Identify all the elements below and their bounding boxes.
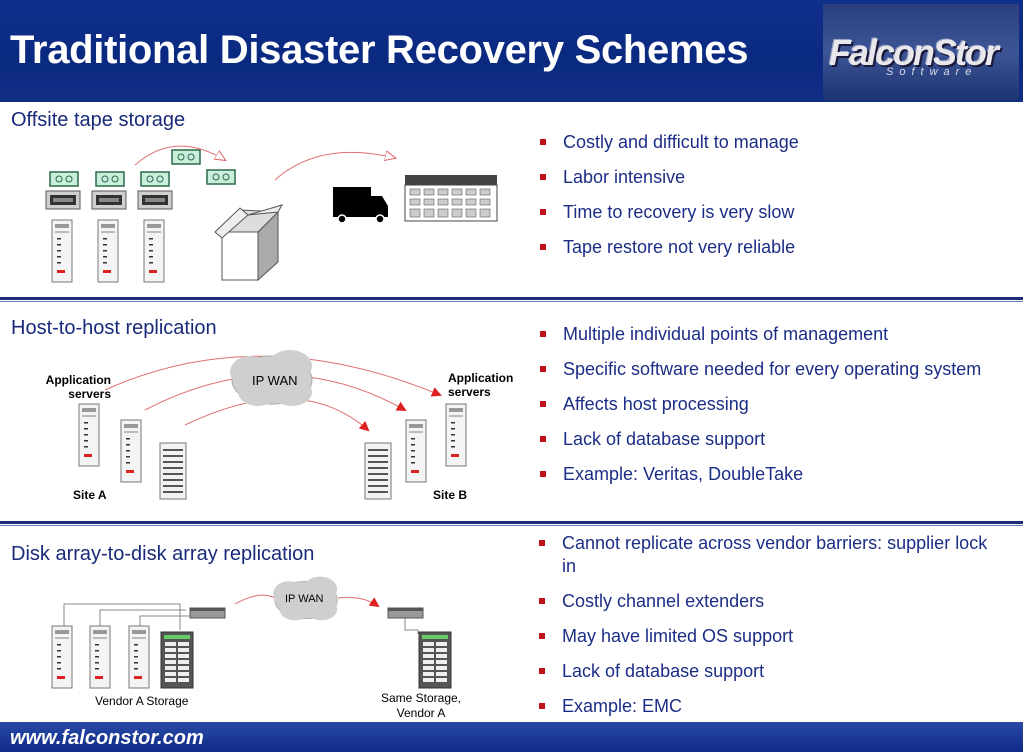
server-icon — [405, 419, 427, 483]
list-item: Multiple individual points of management — [538, 323, 988, 346]
bullet-icon — [539, 540, 545, 546]
company-logo: FalconStor — [829, 32, 999, 73]
same-storage-label: Same Storage, Vendor A — [380, 691, 462, 720]
server-icon — [364, 442, 392, 500]
footer-bar — [0, 722, 1023, 752]
list-item: Costly channel extenders — [537, 590, 997, 613]
server-icon — [128, 625, 150, 689]
logo-subtext: Software — [886, 66, 978, 78]
bullet-icon — [540, 244, 546, 250]
section-divider — [0, 521, 1023, 524]
vendor-a-storage-label: Vendor A Storage — [95, 694, 189, 708]
tape-cartridge-icon — [95, 171, 125, 187]
bullet-icon — [540, 174, 546, 180]
bullet-icon — [539, 598, 545, 604]
bullet-list-offsite: Costly and difficult to manage Labor int… — [538, 131, 1008, 271]
bullet-icon — [540, 471, 546, 477]
tape-storage-diagram — [45, 145, 498, 283]
site-b-label: Site B — [433, 488, 468, 502]
section-title-host-replication: Host-to-host replication — [11, 317, 217, 339]
bullet-icon — [539, 668, 545, 674]
tape-drive-icon — [91, 190, 127, 210]
shipping-box-icon — [214, 204, 284, 282]
server-icon — [143, 219, 165, 283]
list-item: Cannot replicate across vendor barriers:… — [537, 532, 997, 578]
application-servers-label-right: Application servers — [448, 371, 514, 399]
tape-cartridge-icon — [171, 149, 201, 165]
host-replication-diagram — [78, 349, 467, 500]
bullet-icon — [540, 209, 546, 215]
list-item: Example: EMC — [537, 695, 997, 718]
site-a-label: Site A — [73, 488, 107, 502]
server-icon — [120, 419, 142, 483]
disk-replication-diagram — [51, 576, 452, 689]
bullet-list-disk: Cannot replicate across vendor barriers:… — [537, 532, 997, 730]
list-item: Time to recovery is very slow — [538, 201, 1008, 224]
bullet-icon — [539, 633, 545, 639]
server-icon — [51, 219, 73, 283]
disk-array-icon — [160, 631, 194, 689]
list-item: Labor intensive — [538, 166, 1008, 189]
list-item: Affects host processing — [538, 393, 988, 416]
ip-wan-label: IP WAN — [285, 593, 324, 605]
list-item: Lack of database support — [538, 428, 988, 451]
application-servers-label-left: Application servers — [45, 373, 111, 401]
diagrams — [45, 145, 498, 689]
logo-panel — [823, 4, 1019, 100]
tape-drive-icon — [45, 190, 81, 210]
server-icon — [97, 219, 119, 283]
bullet-icon — [540, 331, 546, 337]
server-icon — [51, 625, 73, 689]
list-item: Costly and difficult to manage — [538, 131, 1008, 154]
section-divider-line — [0, 301, 1023, 302]
bullet-list-host: Multiple individual points of management… — [538, 323, 988, 498]
list-item: Tape restore not very reliable — [538, 236, 1008, 259]
bullet-icon — [540, 366, 546, 372]
server-icon — [78, 403, 100, 467]
tape-cartridge-icon — [49, 171, 79, 187]
server-icon — [89, 625, 111, 689]
bullet-icon — [540, 436, 546, 442]
tape-cartridge-icon — [206, 169, 236, 185]
section-title-offsite-tape: Offsite tape storage — [11, 109, 186, 131]
bullet-icon — [540, 139, 546, 145]
footer-url[interactable]: www.falconstor.com — [10, 727, 204, 749]
ip-wan-label: IP WAN — [252, 373, 298, 388]
slide-title: Traditional Disaster Recovery Schemes — [10, 28, 749, 72]
tape-cartridge-icon — [140, 171, 170, 187]
list-item: Example: Veritas, DoubleTake — [538, 463, 988, 486]
building-icon — [404, 175, 498, 222]
bullet-icon — [539, 703, 545, 709]
tape-drive-icon — [137, 190, 173, 210]
list-item: Specific software needed for every opera… — [538, 358, 988, 381]
list-item: May have limited OS support — [537, 625, 997, 648]
server-icon — [445, 403, 467, 467]
section-title-disk-replication: Disk array-to-disk array replication — [11, 543, 315, 565]
section-divider — [0, 297, 1023, 300]
bullet-icon — [540, 401, 546, 407]
section-divider-line — [0, 525, 1023, 526]
truck-icon — [333, 187, 388, 224]
list-item: Lack of database support — [537, 660, 997, 683]
server-icon — [159, 442, 187, 500]
disk-array-icon — [418, 631, 452, 689]
